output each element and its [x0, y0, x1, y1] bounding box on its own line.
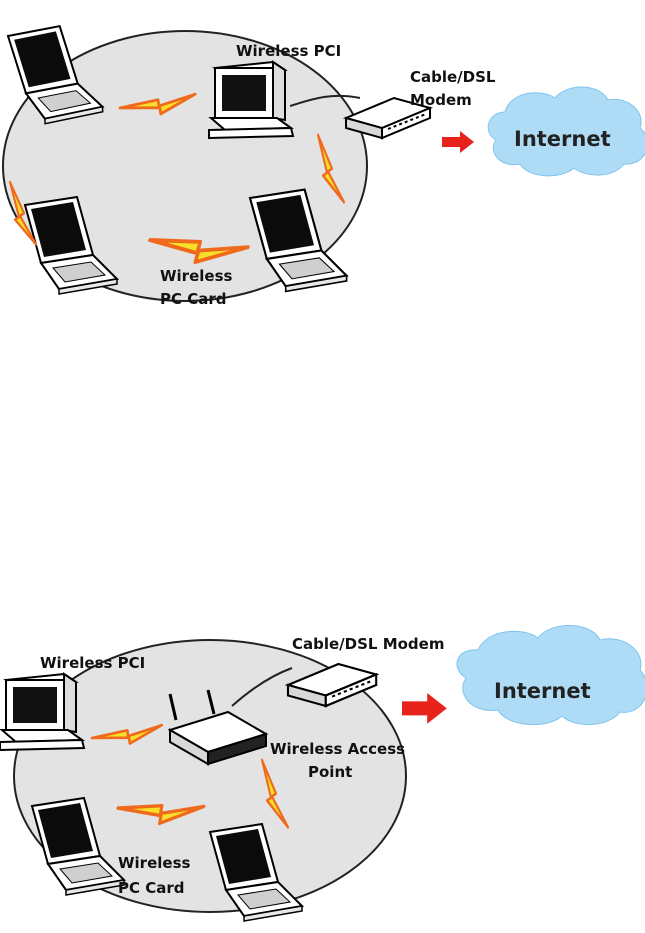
cloud-icon	[457, 625, 645, 724]
modem-label: Cable/DSL	[410, 68, 496, 86]
internet-label: Internet	[494, 679, 591, 703]
arrow-right-icon	[442, 131, 474, 153]
access-point-label: Wireless Access	[270, 740, 405, 758]
diagram-bottom: Wireless PCI Cable/DSL Modem Internet Wi…	[0, 625, 645, 921]
pc-card-label: PC Card	[160, 290, 227, 308]
internet-label: Internet	[514, 127, 611, 151]
arrow-right-icon	[402, 693, 447, 724]
pc-card-label: Wireless	[118, 854, 191, 872]
diagram-top: Wireless PCI Cable/DSL Modem Internet Wi…	[3, 25, 645, 308]
pc-card-label: PC Card	[118, 879, 185, 897]
wireless-pci-label: Wireless PCI	[236, 42, 341, 60]
access-point-label: Point	[308, 763, 352, 781]
desktop-pc-icon	[0, 674, 84, 750]
wireless-pci-label: Wireless PCI	[40, 654, 145, 672]
modem-label: Cable/DSL Modem	[292, 635, 444, 653]
modem-label: Modem	[410, 91, 472, 109]
desktop-pc-icon	[209, 62, 293, 138]
pc-card-label: Wireless	[160, 267, 233, 285]
